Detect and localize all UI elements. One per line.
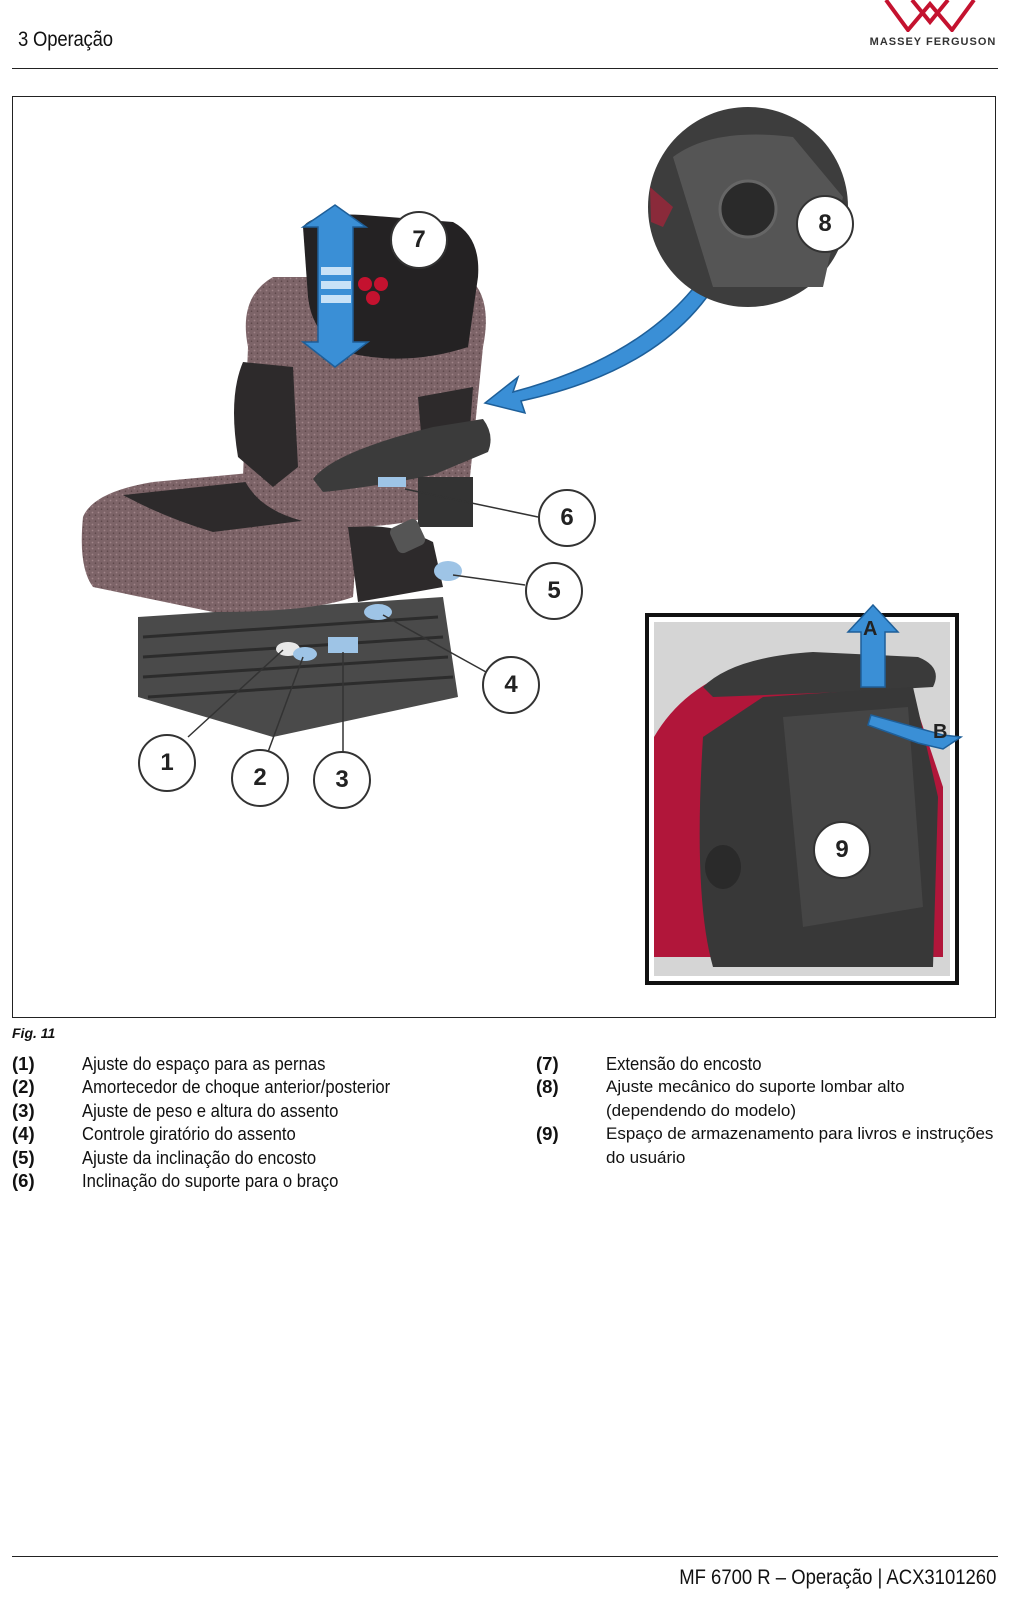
legend-number: (2) [12,1076,35,1098]
arrow-label-a: A [863,618,878,640]
brand-name: MASSEY FERGUSON [869,36,997,48]
footer-divider [12,1556,998,1557]
arrow-label-b: B [933,721,948,743]
section-title: 3 Operação [18,28,113,51]
legend-item: (8) Ajuste mecânico do suporte lombar al… [536,1075,1006,1122]
seat-figure: 1 2 3 4 5 6 7 8 9 A B [12,96,996,1018]
legend-description: Ajuste da inclinação do encosto [82,1146,317,1168]
legend-number: (1) [12,1053,35,1074]
legend-description: Espaço de armazenamento para livros e in… [606,1124,994,1167]
legend-description: Inclinação do suporte para o braço [82,1170,339,1192]
legend-item: (1) Ajuste do espaço para as pernas [12,1052,512,1075]
legend-description: Controle giratório do assento [82,1123,296,1145]
footer-doc-id: MF 6700 R – Operação | ACX3101260 [678,1566,996,1589]
callout-5: 5 [525,562,583,620]
legend-number: (7) [536,1053,559,1074]
legend-right: (7) Extensão do encosto (8) Ajuste mecân… [536,1052,1006,1169]
legend-description: Ajuste mecânico do suporte lombar alto (… [606,1077,905,1120]
header-divider [12,68,998,69]
callout-4: 4 [482,656,540,714]
callout-9: 9 [813,821,871,879]
legend-item: (7) Extensão do encosto [536,1052,1006,1075]
legend-number: (6) [12,1170,35,1192]
legend-number: (3) [12,1099,35,1121]
legend-number: (9) [536,1123,559,1145]
legend-description: Ajuste de peso e altura do assento [82,1099,339,1121]
legend-number: (8) [536,1076,559,1098]
callout-1: 1 [138,734,196,792]
legend-item: (2) Amortecedor de choque anterior/poste… [12,1075,512,1098]
brand-logo-icon [884,0,976,32]
legend-item: (4) Controle giratório do assento [12,1122,512,1145]
callout-6: 6 [538,489,596,547]
brand-logo: MASSEY FERGUSON [858,0,1008,52]
callout-8: 8 [796,195,854,253]
callout-7: 7 [390,211,448,269]
legend-item: (6) Inclinação do suporte para o braço [12,1169,512,1192]
legend-item: (5) Ajuste da inclinação do encosto [12,1146,512,1169]
callout-3: 3 [313,751,371,809]
legend-description: Ajuste do espaço para as pernas [82,1053,326,1074]
legend-item: (9) Espaço de armazenamento para livros … [536,1122,1006,1169]
legend-number: (4) [12,1123,35,1145]
legend-description: Extensão do encosto [606,1053,762,1074]
legend-item: (3) Ajuste de peso e altura do assento [12,1099,512,1122]
figure-caption: Fig. 11 [12,1025,56,1041]
callout-2: 2 [231,749,289,807]
legend-left: (1) Ajuste do espaço para as pernas (2) … [12,1052,512,1192]
legend-description: Amortecedor de choque anterior/posterior [82,1076,391,1098]
legend-number: (5) [12,1146,35,1168]
